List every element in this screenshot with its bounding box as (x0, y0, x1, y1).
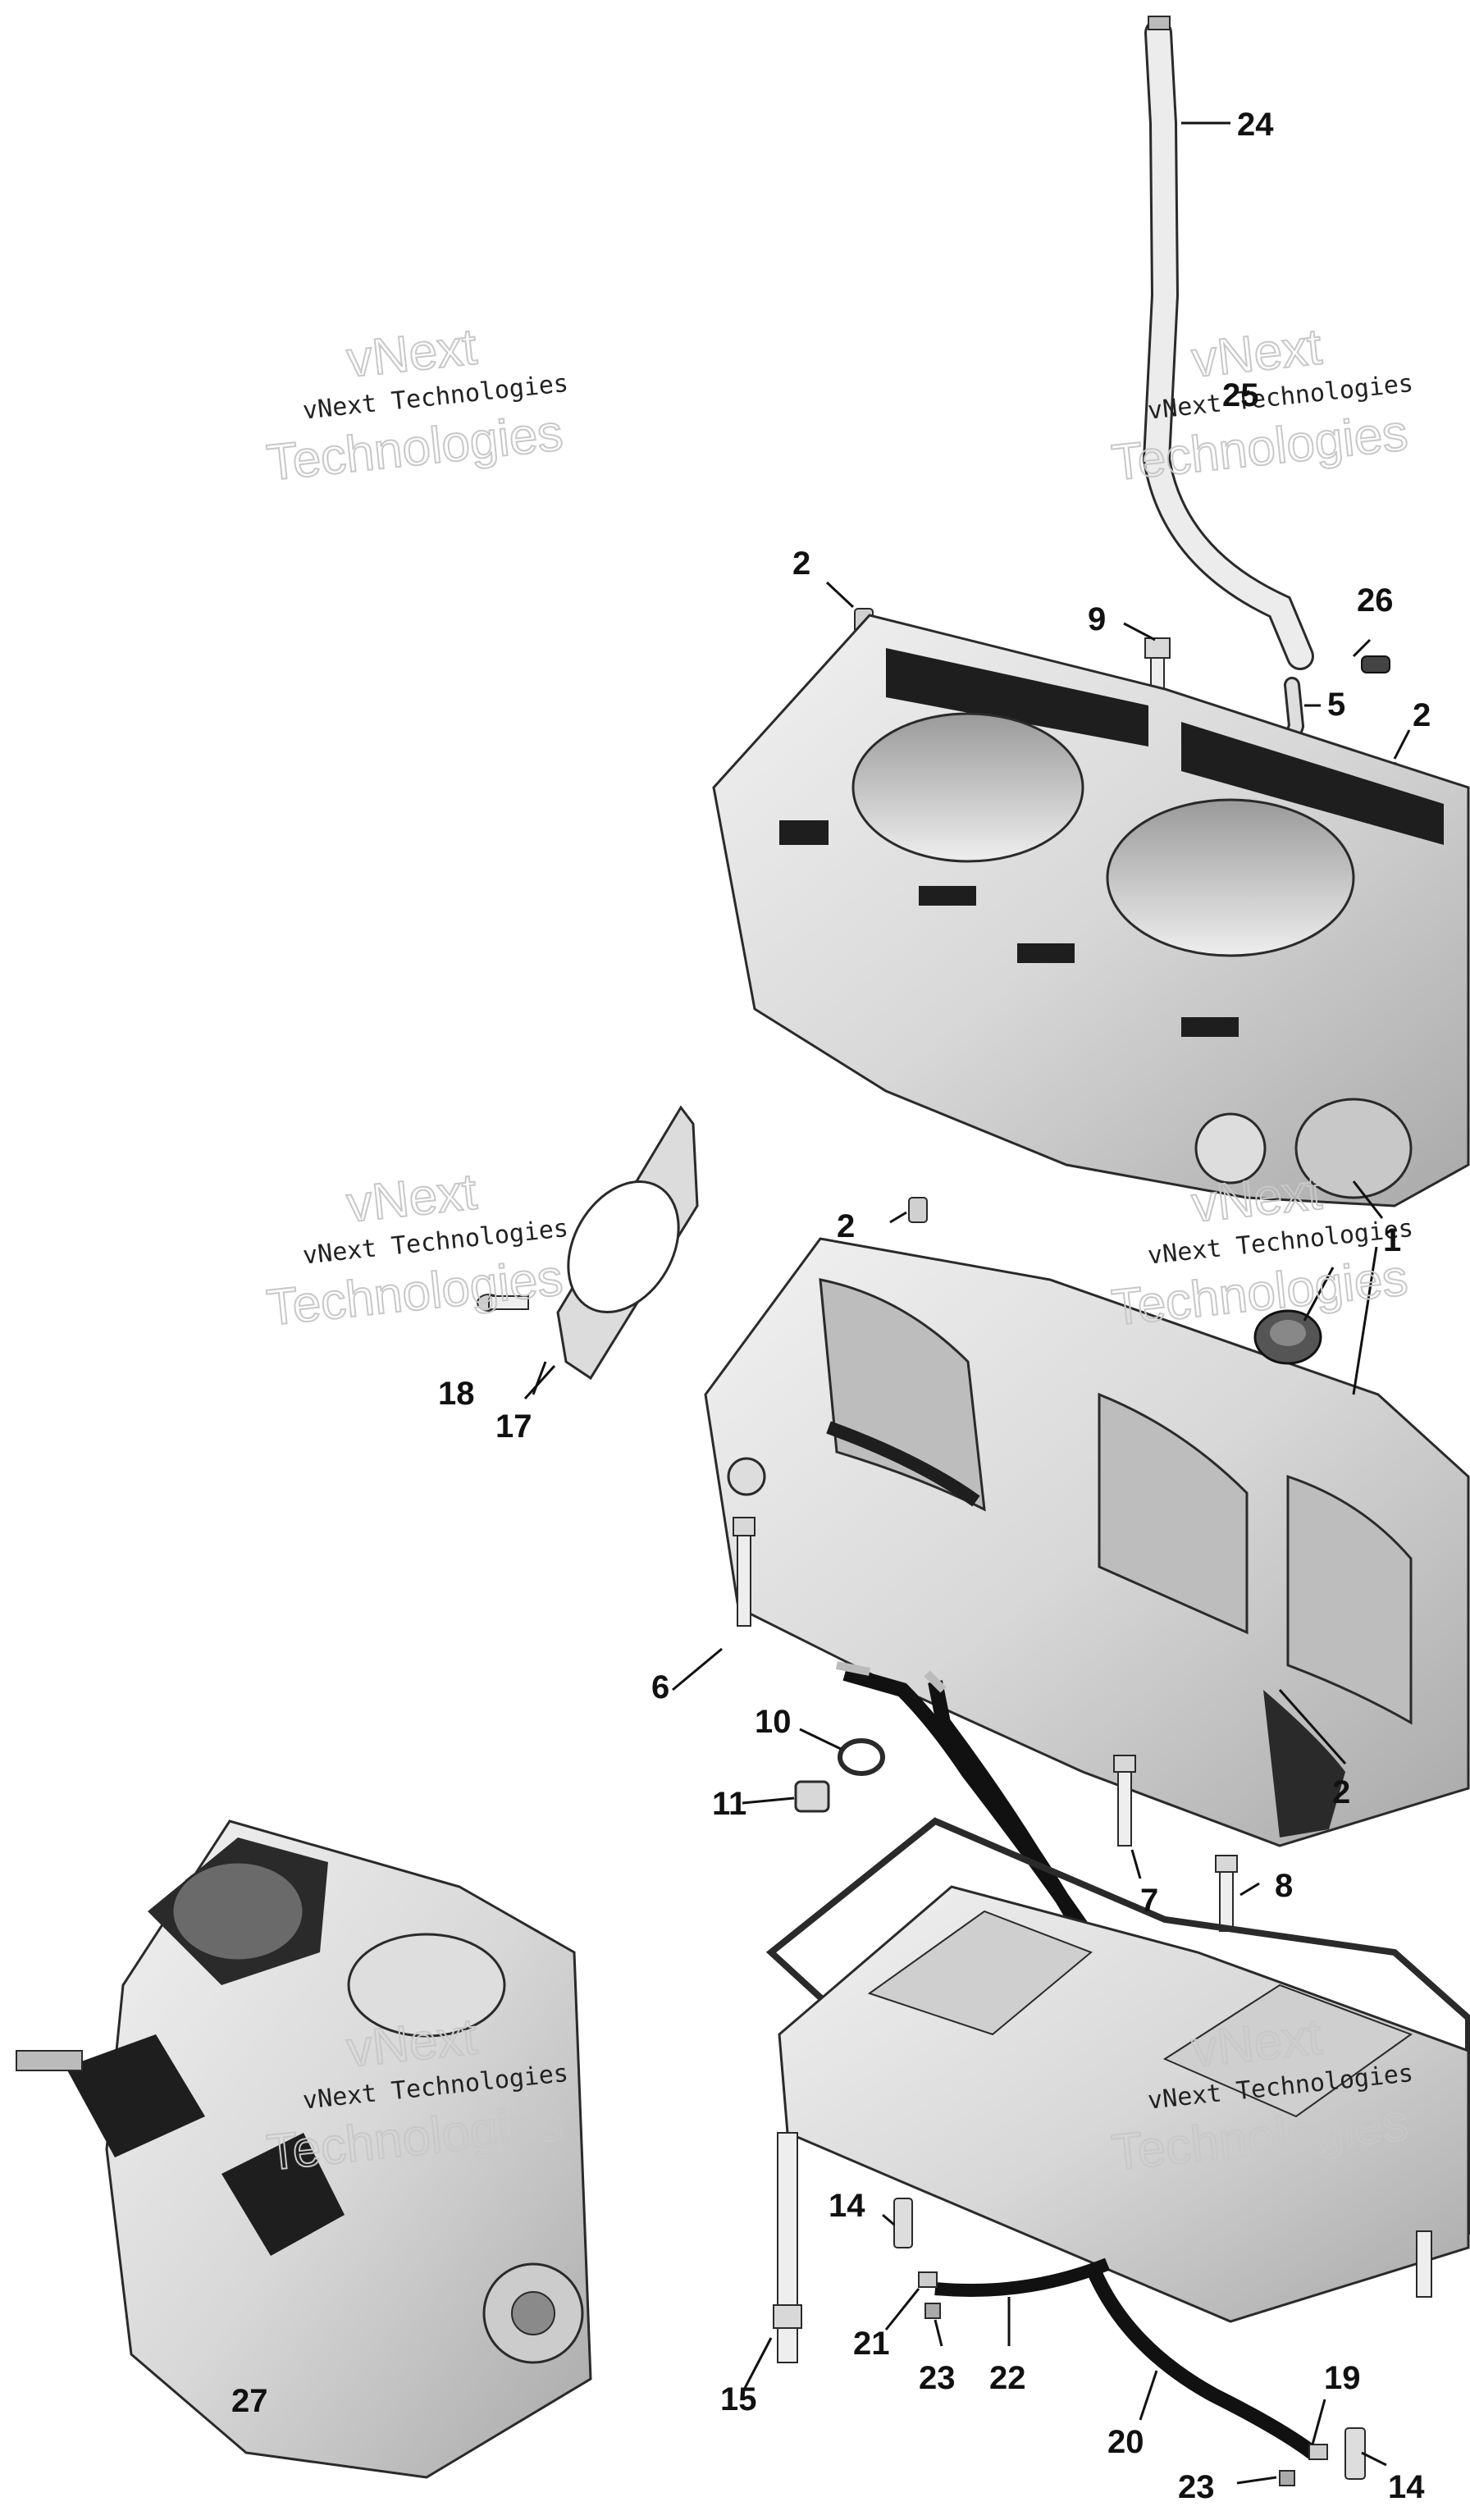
callout-25: 25 (1222, 377, 1259, 413)
callout-2: 2 (1413, 697, 1431, 733)
callout-22: 22 (989, 2360, 1026, 2396)
bolt-7 (1113, 1755, 1136, 1847)
callout-15: 15 (720, 2381, 757, 2417)
callout-11: 11 (712, 1786, 746, 1822)
callout-8: 8 (1275, 1868, 1293, 1904)
clamp-21 (918, 2271, 938, 2288)
callout-6: 6 (651, 1669, 669, 1705)
dipstick-tube (1142, 16, 1314, 670)
callout-10: 10 (755, 1704, 792, 1740)
engine-assembly (16, 1819, 592, 2479)
watermark-3: vNext vNext Technologies Technologies (263, 1162, 569, 1337)
callout-5: 5 (1327, 687, 1345, 723)
oil-pan (778, 1885, 1470, 2323)
callout-23: 23 (919, 2360, 956, 2396)
fitting-14a (893, 2198, 913, 2248)
callout-18: 18 (438, 1376, 475, 1412)
callout-27: 27 (231, 2383, 268, 2419)
watermark-2: vNext vNext Technologies Technologies (1108, 317, 1414, 492)
bolt-6 (733, 1517, 756, 1627)
bolt-18 (477, 1294, 529, 1312)
callout-17: 17 (495, 1408, 532, 1445)
watermark-brand: vNext (345, 318, 480, 388)
callout-24: 24 (1237, 107, 1274, 143)
nut-23b (1279, 2470, 1295, 2486)
callout-14: 14 (829, 2188, 865, 2224)
cap (1361, 655, 1390, 673)
callout-1: 1 (1383, 1222, 1401, 1258)
bolt-8 (1215, 1855, 1238, 1932)
leader-lines (523, 121, 1411, 2485)
hose-22 (934, 2258, 1110, 2297)
watermark-1: vNext vNext Technologies Technologies (263, 317, 569, 492)
callout-9: 9 (1088, 601, 1106, 637)
hose-20 (1084, 2261, 1317, 2459)
seal (1253, 1309, 1322, 1365)
callout-7: 7 (1140, 1883, 1158, 1919)
right-bolt (1416, 2230, 1432, 2298)
lower-crankcase (704, 1237, 1470, 1847)
bolt-15 (773, 2132, 802, 2363)
nut-23a (924, 2303, 941, 2319)
watermark-brand: vNext (345, 1163, 480, 1233)
flange-gasket (556, 1105, 699, 1381)
callout-19: 19 (1324, 2360, 1361, 2396)
callout-labels: 24 25 2 9 26 5 2 2 1 18 17 6 10 11 2 7 8… (231, 107, 1431, 2505)
callout-23: 23 (1178, 2469, 1215, 2505)
upper-crankcase (712, 614, 1470, 1208)
clamp-19 (1308, 2444, 1328, 2460)
callout-21: 21 (853, 2326, 890, 2362)
callout-14: 14 (1388, 2469, 1425, 2505)
washer (838, 1738, 885, 1776)
callout-20: 20 (1107, 2424, 1144, 2460)
drain-plug (794, 1780, 830, 1813)
callout-2: 2 (792, 546, 810, 582)
callout-2: 2 (1332, 1774, 1350, 1810)
callout-26: 26 (1357, 582, 1394, 619)
callout-2: 2 (837, 1208, 855, 1244)
